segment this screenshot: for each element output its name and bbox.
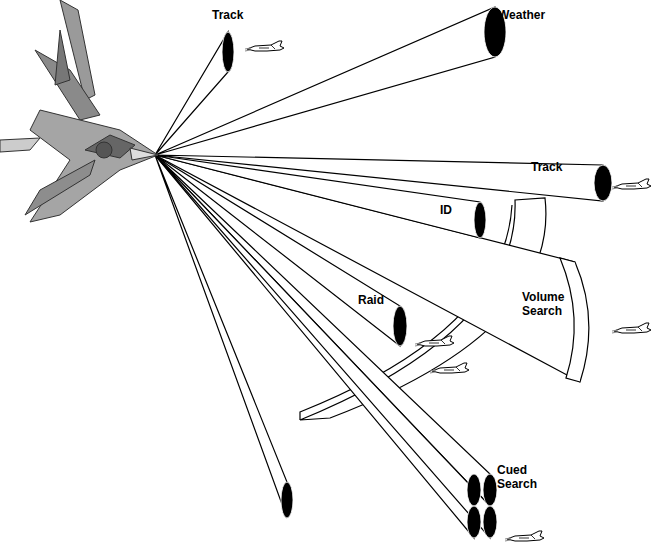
- beam-label: Volume Search: [522, 290, 574, 318]
- beam-label: Track: [212, 8, 243, 22]
- beam-cone: [155, 155, 474, 538]
- beam-cone: [155, 7, 495, 155]
- beam-end: [474, 202, 486, 238]
- beam-end: [483, 474, 497, 506]
- beam-end: [483, 506, 497, 538]
- beam-label: Track: [531, 160, 562, 174]
- beam-end: [281, 482, 293, 518]
- beam-label: ID: [440, 203, 452, 217]
- beam-end: [393, 306, 407, 346]
- beam-end: [467, 474, 481, 506]
- beam-label: Weather: [498, 8, 545, 22]
- beam-end: [594, 165, 612, 201]
- beam-end: [467, 506, 481, 538]
- target-aircraft: [245, 41, 651, 541]
- beam-label: Cued Search: [497, 463, 545, 491]
- beam-cone: [155, 155, 480, 238]
- beam-cone: [155, 155, 490, 538]
- fighter-jet: [0, 0, 158, 222]
- beam-cone: [155, 155, 287, 518]
- radar-beams: [155, 7, 612, 538]
- beam-label: Raid: [358, 293, 384, 307]
- beam-end: [222, 32, 234, 72]
